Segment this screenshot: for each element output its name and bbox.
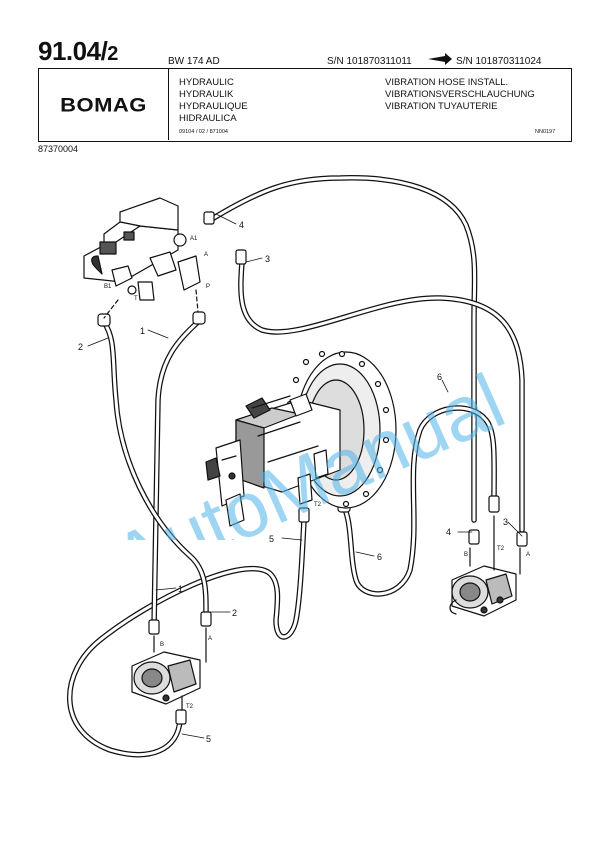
port-label: P [206,284,210,290]
hose-fittings [97,211,528,725]
page-number-sub: 2 [107,43,118,65]
port-label: B [160,642,164,648]
port-label: T [134,296,138,302]
hose-4-inner [210,176,477,522]
document-reference: 09104 / 02 / 871004 [179,129,228,135]
title-block: BOMAG HYDRAULIC HYDRAULIK HYDRAULIQUE HI… [38,68,572,142]
part-number: 87370004 [38,144,79,154]
title-line: VIBRATION HOSE INSTALL. [385,77,509,88]
vibration-motor-right [449,515,521,617]
arrow-right-icon [428,53,452,65]
callout-4-right: 4 [446,527,451,537]
callout-2-top: 2 [78,342,83,352]
group-line: HIDRAULICA [179,113,237,124]
port-label: B [464,552,468,558]
hose-1 [151,319,201,631]
callout-5-left: 5 [206,734,211,744]
port-label: A [204,252,208,258]
callout-3-right: 3 [503,517,508,527]
port-label: T2 [186,704,194,710]
callout-5-mid: 5 [269,534,274,544]
group-line: HYDRAULIQUE [179,101,248,112]
port-label: B1 [104,284,112,290]
callout-1-left: 1 [178,584,183,594]
callout-1-top: 1 [140,326,145,336]
title-line: VIBRATION TUYAUTERIE [385,101,498,112]
model-label: BW 174 AD [168,56,220,67]
port-label: A1 [190,236,198,242]
bomag-logo: BOMAG [60,92,147,116]
callout-6-mid: 6 [377,552,382,562]
leader-lines [87,213,523,739]
logo-cell: BOMAG [39,69,169,140]
page-title: VIBRATION HOSE INSTALL. VIBRATIONSVERSCH… [385,77,535,113]
port-label: T2 [314,502,322,508]
group-line: HYDRAULIC [179,77,234,88]
page-number: 91.04/2 [38,36,118,67]
callout-2-left: 2 [232,608,237,618]
callout-4-top: 4 [239,220,244,230]
vibration-motor-left [131,627,207,711]
callout-3-top: 3 [265,254,270,264]
page-number-main: 91.04/ [38,36,108,66]
control-valve [83,197,201,319]
serial-from: S/N 101870311011 [327,56,412,67]
port-label: A [208,636,212,642]
callout-6-top: 6 [437,372,442,382]
port-label: A [526,552,530,558]
port-label: T2 [497,546,505,552]
document-code: NN0197 [535,129,556,135]
serial-to: S/N 101870311024 [456,56,542,67]
vibration-pump [205,350,397,527]
group-line: HYDRAULIK [179,89,234,100]
title-line: VIBRATIONSVERSCHLAUCHUNG [385,89,535,100]
group-names: HYDRAULIC HYDRAULIK HYDRAULIQUE HIDRAULI… [179,77,248,125]
